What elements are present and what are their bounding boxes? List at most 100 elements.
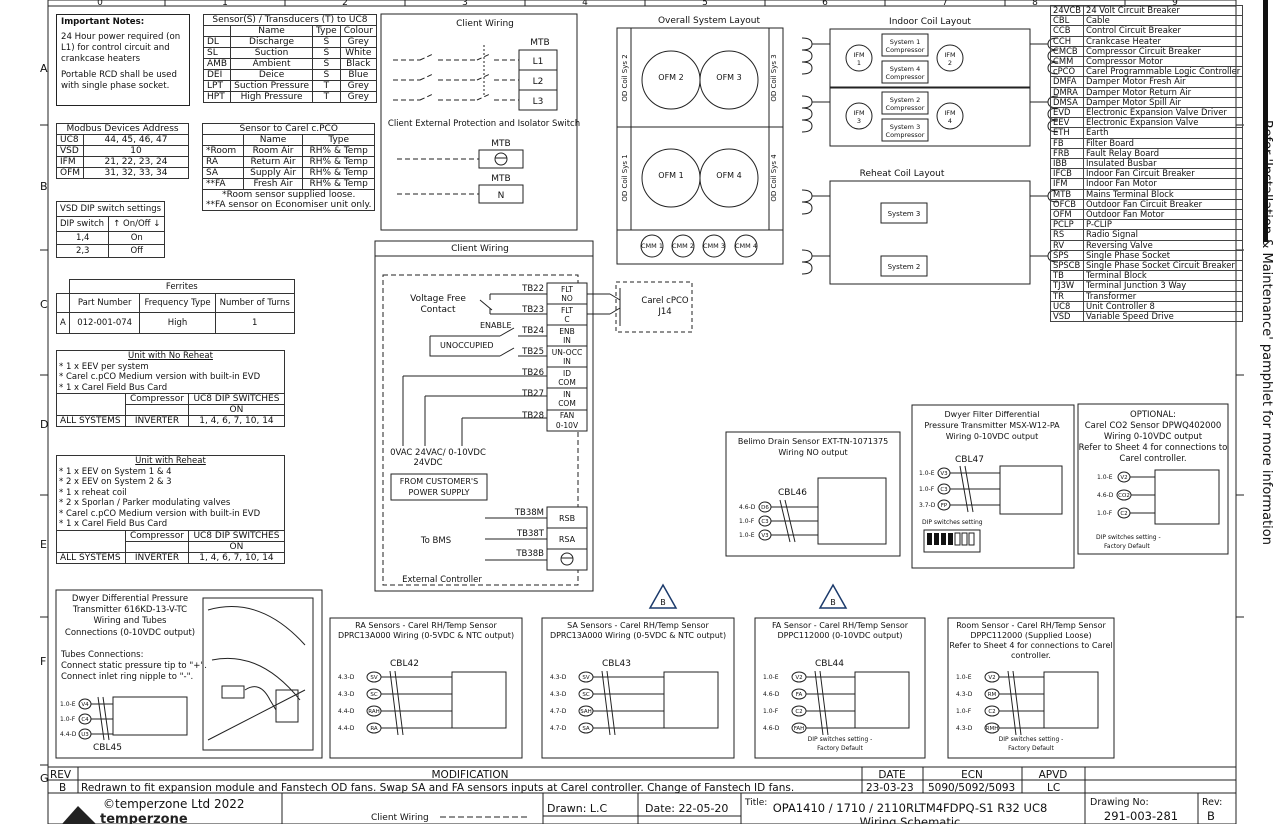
table-cell: T <box>312 80 341 92</box>
sensor-title: FA Sensor - Carel RH/Temp Sensor <box>772 621 909 630</box>
svg-text:4: 4 <box>948 117 952 125</box>
svg-text:Carel CO2 Sensor DPWQ402000: Carel CO2 Sensor DPWQ402000 <box>1085 421 1222 431</box>
col-number-1: 1 <box>222 0 228 8</box>
table-cell: SPSCB <box>1050 260 1084 272</box>
table-cell: Transformer <box>1082 290 1244 302</box>
revision-date: 23-03-23 <box>866 782 914 794</box>
svg-text:To BMS: To BMS <box>420 536 451 546</box>
svg-text:TB27: TB27 <box>521 389 544 399</box>
table-cell: DL <box>202 36 232 48</box>
table-cell: Damper Motor Return Air <box>1082 86 1244 98</box>
table-header: Compressor <box>125 529 189 542</box>
table-cell: MTB <box>1050 188 1084 200</box>
row-letter-a: A <box>40 62 48 75</box>
unit-no-reheat: Unit with No Reheat * 1 x EEV per system… <box>56 350 285 427</box>
table-cell: 1, 4, 6, 7, 10, 14 <box>187 415 284 426</box>
ferrites-table: Ferrites Part Number Frequency Type Numb… <box>56 279 295 334</box>
table-cell: Reversing Valve <box>1082 239 1244 251</box>
pin-label: 4.7-D <box>550 708 567 715</box>
pin-label: 1.0-E <box>956 674 972 681</box>
table-cell: Terminal Junction 3 Way <box>1082 280 1244 292</box>
svg-text:1.0-F: 1.0-F <box>1097 510 1113 517</box>
table-cell: Electronic Expansion Valve <box>1082 117 1244 129</box>
table-cell: Radio Signal <box>1082 229 1244 241</box>
table-cell: Unit Controller 8 <box>1082 300 1244 313</box>
col-number-6: 6 <box>822 0 828 8</box>
table-cell: CCH <box>1050 35 1084 47</box>
svg-text:IFM: IFM <box>853 51 864 59</box>
svg-text:D6: D6 <box>761 505 769 511</box>
table-cell: Outdoor Fan Motor <box>1082 209 1244 221</box>
svg-text:Voltage Free: Voltage Free <box>410 294 466 304</box>
table-cell: *Room <box>201 145 245 157</box>
ofm-1-label: OFM 1 <box>658 171 683 180</box>
svg-text:0VAC 24VAC/ 0-10VDC: 0VAC 24VAC/ 0-10VDC <box>390 448 486 458</box>
important-notes: Important Notes: 24 Hour power required … <box>56 14 190 106</box>
svg-text:System 3: System 3 <box>888 210 921 218</box>
sa-sensor: SA Sensors - Carel RH/Temp SensorDPRC13A… <box>541 617 735 759</box>
modification-col-label: MODIFICATION <box>432 769 509 781</box>
table-cell: 21, 22, 23, 24 <box>83 156 190 168</box>
copyright: ©temperzone Ltd 2022 <box>103 797 245 811</box>
apvd-value: LC <box>1047 782 1060 794</box>
svg-text:V2: V2 <box>1120 475 1127 481</box>
svg-text:B: B <box>830 598 836 607</box>
room-sensor: Room Sensor - Carel RH/Temp SensorDPPC11… <box>947 617 1115 759</box>
svg-text:Carel controller.: Carel controller. <box>1119 454 1186 464</box>
table-cell: White <box>339 47 377 59</box>
svg-text:OD Coil Sys 4: OD Coil Sys 4 <box>770 154 778 202</box>
table-header: Type <box>301 134 376 146</box>
sensor-title: controller. <box>1011 651 1051 660</box>
svg-text:1.0-F: 1.0-F <box>60 716 76 723</box>
table-cell: Electronic Expansion Valve Driver <box>1082 107 1244 119</box>
table-cell: High Pressure <box>230 91 314 103</box>
section-title: Unit with Reheat <box>135 456 206 466</box>
svg-text:L3: L3 <box>533 97 544 107</box>
table-cell: Terminal Block <box>1082 270 1244 282</box>
table-cell: Indoor Fan Circuit Breaker <box>1082 168 1244 180</box>
sensor-title: RA Sensors - Carel RH/Temp Sensor <box>355 621 497 630</box>
rev-label: Rev: <box>1202 797 1222 808</box>
svg-text:Compressor: Compressor <box>886 131 925 139</box>
note-line: Portable RCD shall be used <box>61 70 177 80</box>
svg-text:TB38T: TB38T <box>516 529 545 539</box>
svg-text:ENB: ENB <box>559 327 575 336</box>
pin-code: SC <box>370 692 377 698</box>
belimo-drain-sensor: Belimo Drain Sensor EXT-TN-1071375 Wirin… <box>725 431 901 557</box>
pin-code: RM <box>988 692 997 698</box>
svg-text:DIP switches setting -: DIP switches setting - <box>1096 534 1161 541</box>
table-cell: RH% & Temp <box>301 167 376 179</box>
table-cell: EEV <box>1050 117 1084 129</box>
table-cell: ALL SYSTEMS <box>57 415 126 426</box>
table-cell: RH% & Temp <box>301 156 376 168</box>
table-cell: RH% & Temp <box>301 145 376 157</box>
table-header: DIP switch <box>55 216 110 232</box>
table-cell: SA <box>201 167 245 179</box>
table-header: UC8 DIP SWITCHES <box>187 529 284 542</box>
table-cell: 10 <box>83 145 190 157</box>
table-title: Modbus Devices Address <box>55 123 190 135</box>
side-note-text: Refer 'Installation & Maintenance' pamph… <box>1259 120 1274 545</box>
table-cell: 1 <box>214 312 295 334</box>
revision-marker-triangle: B <box>648 583 678 609</box>
table-cell: SPS <box>1050 249 1084 262</box>
cable-label: CBL43 <box>602 659 631 669</box>
pin-label: 4.6-D <box>763 725 780 732</box>
svg-text:0-10V: 0-10V <box>556 421 579 430</box>
sensor-title: DPPC112000 (Supplied Loose) <box>970 631 1091 640</box>
table-cell: Indoor Fan Motor <box>1082 178 1244 190</box>
rev-value: B <box>59 782 66 794</box>
table-cell: Off <box>108 244 166 258</box>
table-cell: Suction Pressure <box>230 80 314 92</box>
col-number-4: 4 <box>582 0 588 8</box>
